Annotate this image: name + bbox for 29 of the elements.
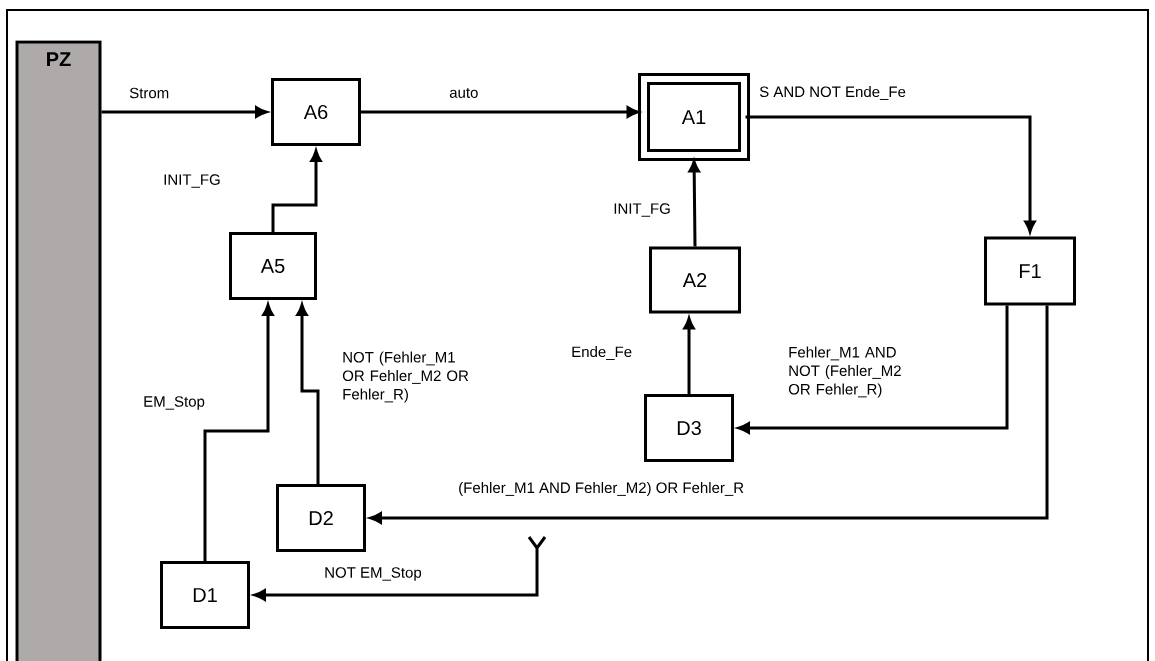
arrow <box>369 305 1049 524</box>
edge-label: Ende_Fe <box>570 345 634 361</box>
arrow <box>271 149 322 232</box>
arrow <box>253 535 547 601</box>
edge-label: NOT (Fehler_M1 OR Fehler_M2 OR Fehler_R) <box>341 350 472 404</box>
edge-label: NOT EM_Stop <box>323 566 423 582</box>
edge-label: auto <box>448 87 480 99</box>
initial-step-box: A1 <box>638 73 750 161</box>
pool-band: PZ <box>15 40 102 661</box>
edge-label: (Fehler_M1 AND Fehler_M2) OR Fehler_R <box>457 481 746 497</box>
step-box: D3 <box>644 394 734 462</box>
edge-label: INIT_FG <box>162 173 222 189</box>
step-box: D2 <box>276 484 366 552</box>
step-box: D1 <box>160 561 250 629</box>
step-box: A6 <box>271 78 361 146</box>
edge-label: Strom <box>128 86 171 100</box>
arrow <box>296 303 320 484</box>
arrow <box>203 303 274 561</box>
arrow <box>101 106 268 118</box>
arrow <box>683 317 695 394</box>
step-box: A5 <box>229 232 317 300</box>
step-box: F1 <box>984 236 1076 306</box>
edge-label: Fehler_M1 AND NOT (Fehler_M2 OR Fehler_R) <box>787 345 918 399</box>
arrow <box>745 115 1036 233</box>
edge-label: EM_Stop <box>142 395 206 411</box>
edge-label: S AND NOT Ende_Fe <box>758 85 907 101</box>
edge-label: INIT_FG <box>612 202 672 218</box>
arrow <box>737 305 1009 434</box>
step-box: A2 <box>649 246 741 314</box>
